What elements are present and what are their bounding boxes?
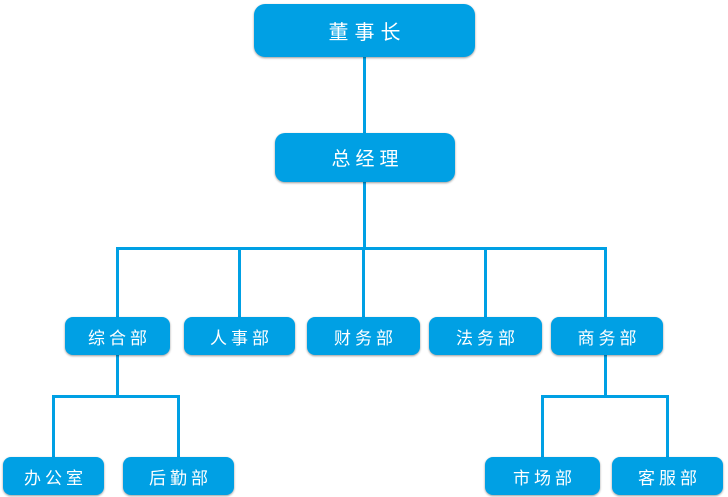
node-dept-general-affairs-label: 综合部: [88, 328, 151, 349]
node-chairman-label: 董事长: [328, 20, 407, 44]
connector-drop-finance: [362, 247, 365, 317]
connector-business-bus: [541, 395, 669, 398]
connector-drop-hr: [238, 247, 241, 317]
connector-gm-to-bus: [363, 182, 366, 250]
connector-business-stem: [604, 354, 607, 398]
connector-drop-general-affairs: [116, 247, 119, 317]
node-general-manager[interactable]: 总经理: [275, 133, 455, 182]
node-office-label: 办公室: [24, 468, 87, 489]
node-dept-hr-label: 人事部: [210, 328, 273, 349]
node-dept-business-label: 商务部: [577, 328, 641, 349]
node-dept-customer-service-label: 客服部: [638, 468, 701, 489]
connector-general-affairs-bus: [52, 395, 180, 398]
node-chairman[interactable]: 董事长: [254, 4, 475, 57]
node-dept-finance-label: 财务部: [334, 328, 397, 349]
node-dept-hr[interactable]: 人事部: [184, 317, 295, 355]
node-dept-marketing-label: 市场部: [513, 468, 576, 489]
node-dept-logistics[interactable]: 后勤部: [123, 457, 234, 495]
node-dept-finance[interactable]: 财务部: [307, 317, 420, 355]
node-dept-legal-label: 法务部: [456, 328, 519, 349]
connector-general-affairs-stem: [116, 354, 119, 398]
connector-drop-legal: [484, 247, 487, 317]
node-dept-marketing[interactable]: 市场部: [485, 457, 600, 495]
node-dept-general-affairs[interactable]: 综合部: [65, 317, 170, 355]
node-dept-legal[interactable]: 法务部: [429, 317, 542, 355]
node-dept-business[interactable]: 商务部: [551, 317, 663, 355]
node-general-manager-label: 总经理: [331, 148, 404, 170]
node-office[interactable]: 办公室: [3, 457, 104, 495]
connector-drop-logistics: [177, 395, 180, 457]
connector-drop-marketing: [541, 395, 544, 457]
connector-level3-bus: [116, 247, 607, 250]
node-dept-logistics-label: 后勤部: [149, 468, 212, 489]
connector-drop-customer-service: [666, 395, 669, 457]
connector-drop-office: [52, 395, 55, 457]
connector-drop-business: [604, 247, 607, 317]
connector-chairman-to-gm: [363, 57, 366, 133]
node-dept-customer-service[interactable]: 客服部: [612, 457, 723, 495]
